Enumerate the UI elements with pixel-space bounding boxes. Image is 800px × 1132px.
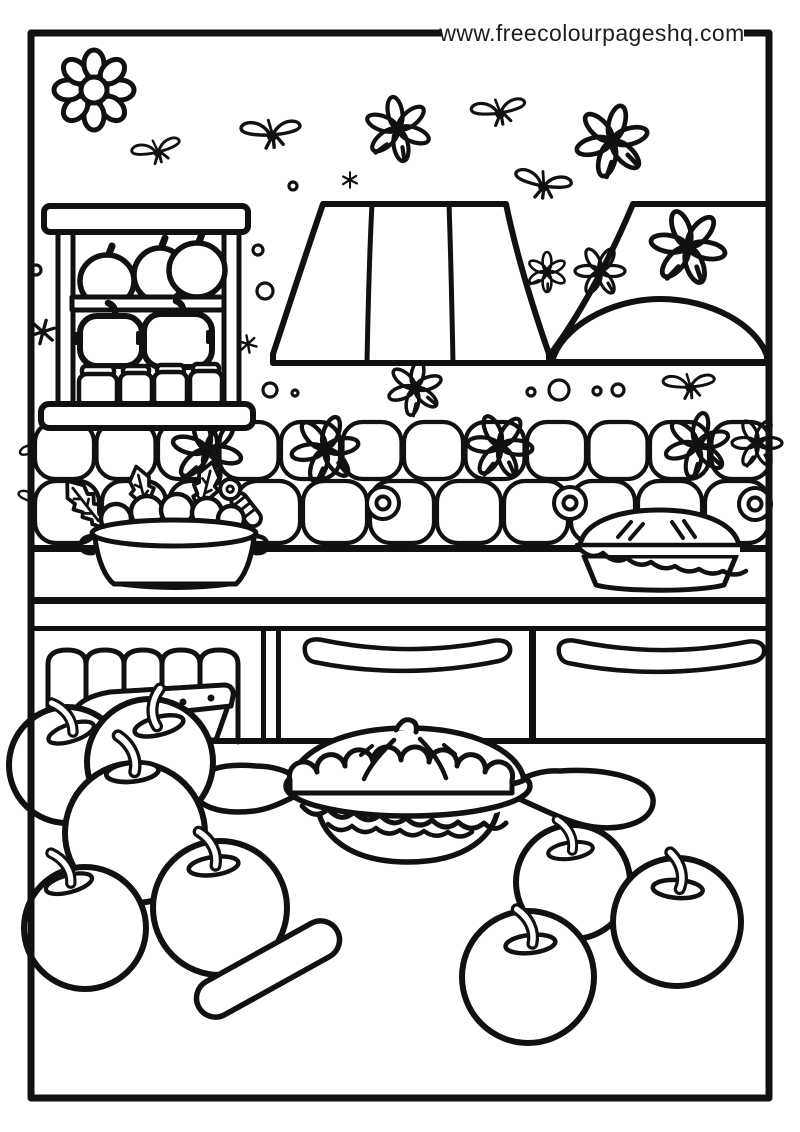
rolling-pin	[193, 918, 343, 1020]
daisy-flower	[51, 47, 137, 133]
curtain-left	[270, 201, 552, 366]
wall-doodles	[14, 88, 718, 517]
pie-vents	[361, 736, 449, 782]
fruit-bowl	[55, 457, 270, 590]
bowl-body	[92, 535, 257, 587]
pan-handle-right	[513, 767, 656, 831]
counter-pie	[574, 507, 749, 593]
shelf-base	[38, 401, 256, 431]
counter-pie-vents	[616, 519, 697, 541]
foreground-pie	[192, 717, 656, 865]
pie-scallops	[286, 744, 516, 796]
frame-border	[27, 29, 773, 1102]
counter-pie-crimp	[576, 545, 749, 577]
drawer-handle-right	[559, 640, 764, 672]
cabinet-dividers	[261, 631, 536, 738]
counter-front-edge	[31, 597, 769, 631]
shelf-post-right	[221, 229, 242, 415]
counter-pie-dish	[581, 553, 739, 593]
shelf-apples-top	[77, 230, 228, 310]
drawer-handle-middle	[305, 639, 510, 671]
shelf-top-cap	[41, 203, 251, 235]
curtain-right	[520, 204, 772, 366]
wall-shelf	[38, 203, 256, 431]
bowl-handles	[78, 533, 270, 556]
shelf-board	[69, 294, 227, 313]
honey-dipper	[218, 477, 263, 529]
shelf-post-left	[55, 229, 76, 415]
pie-peak	[393, 717, 419, 735]
bowl-rim	[89, 517, 259, 549]
curtain-swag	[549, 296, 770, 365]
counter-surface-edge	[31, 545, 769, 552]
watermark-text: www.freecolourpageshq.com	[438, 20, 744, 46]
apple-pile	[6, 685, 290, 992]
shelf-jars	[76, 361, 225, 410]
apple-trio	[459, 815, 744, 1046]
